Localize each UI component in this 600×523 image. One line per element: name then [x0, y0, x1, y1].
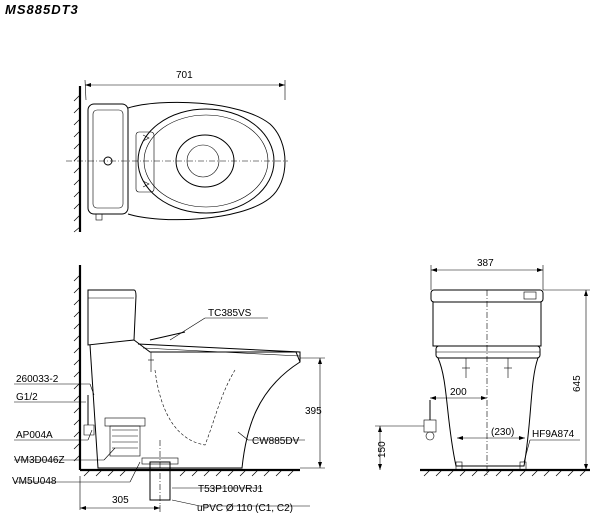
- side-view: 305 395 TC385VS CW885DV 260033-2 G1/2 AP…: [12, 265, 325, 514]
- dim-top-width: 701: [176, 70, 193, 81]
- dim-side-width: 387: [477, 258, 494, 269]
- label-valve-c: VM5U048: [12, 476, 57, 487]
- label-hinge: HF9A874: [532, 429, 575, 440]
- dim-supply-height: 150: [377, 441, 388, 458]
- front-view: 387: [375, 258, 590, 477]
- label-valve-a: AP004A: [16, 430, 53, 441]
- label-valve-b: VM3D046Z: [14, 455, 65, 466]
- dim-outlet-offset: 305: [112, 495, 129, 506]
- label-bowl: CW885DV: [252, 436, 300, 447]
- label-pipe: uPVC Ø 110 (C1, C2): [197, 503, 293, 514]
- top-view: 701: [66, 70, 288, 233]
- label-seat: TC385VS: [208, 308, 252, 319]
- label-trap: T53P100VRJ1: [198, 484, 263, 495]
- label-thread: G1/2: [16, 392, 38, 403]
- dim-seat-height: 395: [305, 406, 322, 417]
- model-title: MS885DT3: [5, 2, 79, 17]
- dim-supply-spacing: (230): [491, 427, 514, 438]
- dim-supply-distance: 200: [450, 387, 467, 398]
- label-hose: 260033-2: [16, 374, 59, 385]
- dim-total-height: 645: [572, 375, 583, 392]
